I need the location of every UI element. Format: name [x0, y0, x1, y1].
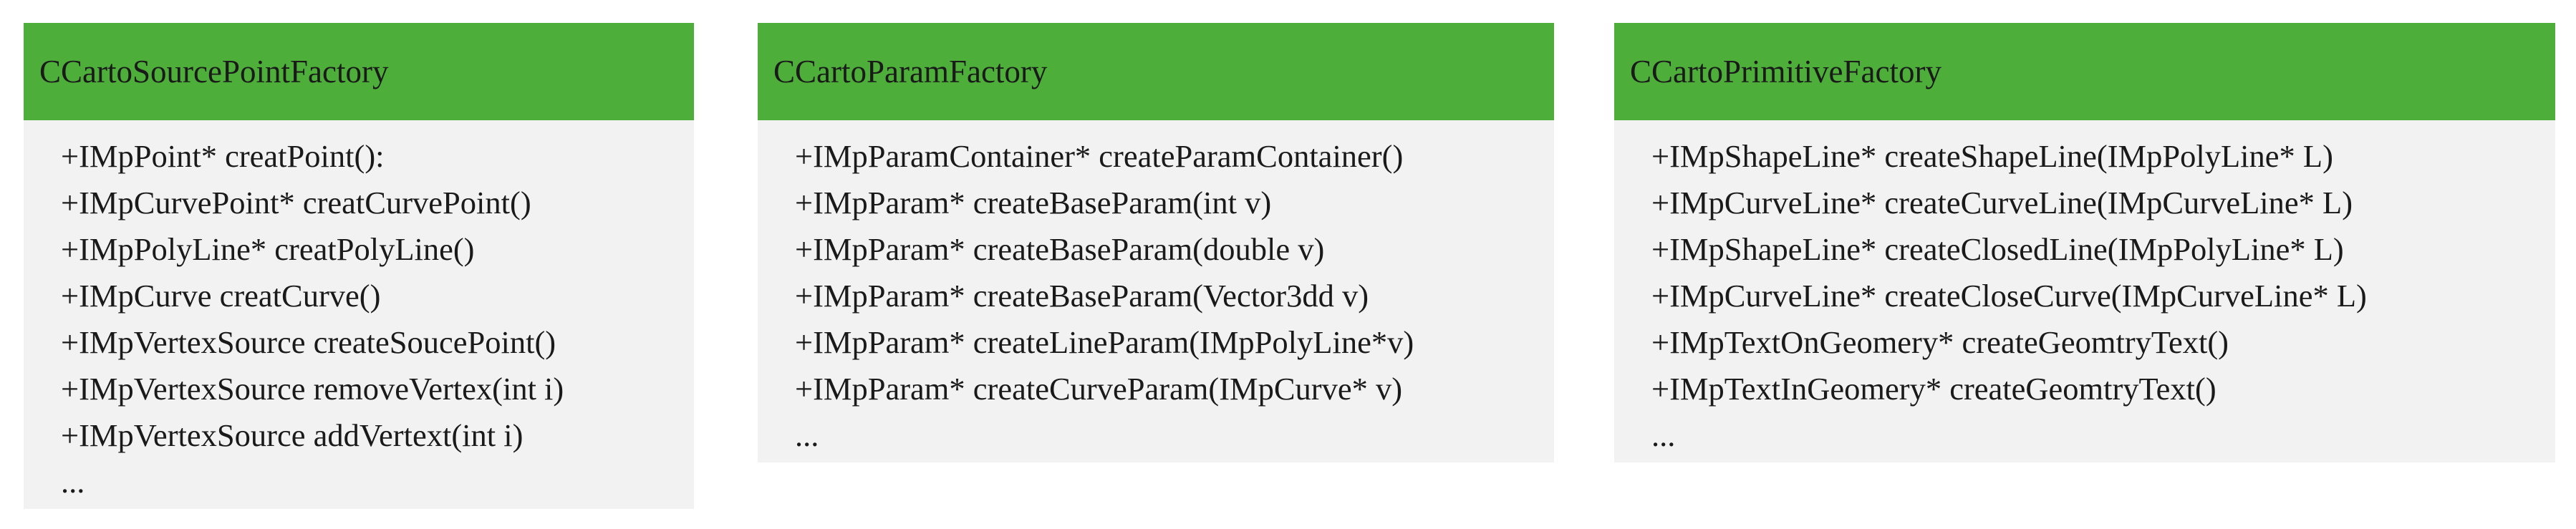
class-name: CCartoPrimitiveFactory: [1630, 54, 1941, 89]
method-line: +IMpCurveLine* createCurveLine(IMpCurveL…: [1651, 185, 2353, 220]
method-line: +IMpVertexSource removeVertex(int i): [61, 371, 564, 407]
method-line: +IMpPoint* creatPoint():: [61, 138, 385, 174]
method-line: +IMpVertexSource addVertext(int i): [61, 417, 524, 453]
method-line: +IMpVertexSource createSoucePoint(): [61, 324, 556, 360]
method-line: +IMpShapeLine* createClosedLine(IMpPolyL…: [1651, 231, 2344, 267]
class-methods: +IMpPoint* creatPoint(): +IMpCurvePoint*…: [24, 120, 694, 505]
class-name: CCartoSourcePointFactory: [39, 54, 389, 89]
method-ellipsis: ...: [1651, 417, 1676, 453]
method-line: +IMpCurve creatCurve(): [61, 278, 381, 314]
class-header: CCartoPrimitiveFactory: [1614, 23, 2555, 120]
method-line: +IMpTextInGeomery* createGeomtryText(): [1651, 371, 2216, 407]
method-line: +IMpShapeLine* createShapeLine(IMpPolyLi…: [1651, 138, 2333, 174]
method-ellipsis: ...: [61, 464, 85, 500]
class-header: CCartoParamFactory: [758, 23, 1554, 120]
method-line: +IMpParam* createBaseParam(int v): [795, 185, 1272, 220]
method-line: +IMpTextOnGeomery* createGeomtryText(): [1651, 324, 2229, 360]
method-line: +IMpPolyLine* creatPolyLine(): [61, 231, 475, 267]
method-line: +IMpParam* createCurveParam(IMpCurve* v): [795, 371, 1403, 407]
method-line: +IMpParam* createBaseParam(double v): [795, 231, 1325, 267]
method-line: +IMpParam* createLineParam(IMpPolyLine*v…: [795, 324, 1414, 360]
class-name: CCartoParamFactory: [773, 54, 1048, 89]
class-methods: +IMpParamContainer* createParamContainer…: [758, 120, 1554, 459]
method-line: +IMpParam* createBaseParam(Vector3dd v): [795, 278, 1369, 314]
method-line: +IMpParamContainer* createParamContainer…: [795, 138, 1404, 174]
method-line: +IMpCurvePoint* creatCurvePoint(): [61, 185, 531, 220]
class-header: CCartoSourcePointFactory: [24, 23, 694, 120]
class-box-ccartoparamfactory: CCartoParamFactory +IMpParamContainer* c…: [758, 23, 1554, 462]
method-ellipsis: ...: [795, 417, 819, 453]
class-box-ccartosourcepointfactory: CCartoSourcePointFactory +IMpPoint* crea…: [24, 23, 694, 509]
class-methods: +IMpShapeLine* createShapeLine(IMpPolyLi…: [1614, 120, 2555, 459]
class-box-ccartoprimitivefactory: CCartoPrimitiveFactory +IMpShapeLine* cr…: [1614, 23, 2555, 462]
method-line: +IMpCurveLine* createCloseCurve(IMpCurve…: [1651, 278, 2367, 314]
